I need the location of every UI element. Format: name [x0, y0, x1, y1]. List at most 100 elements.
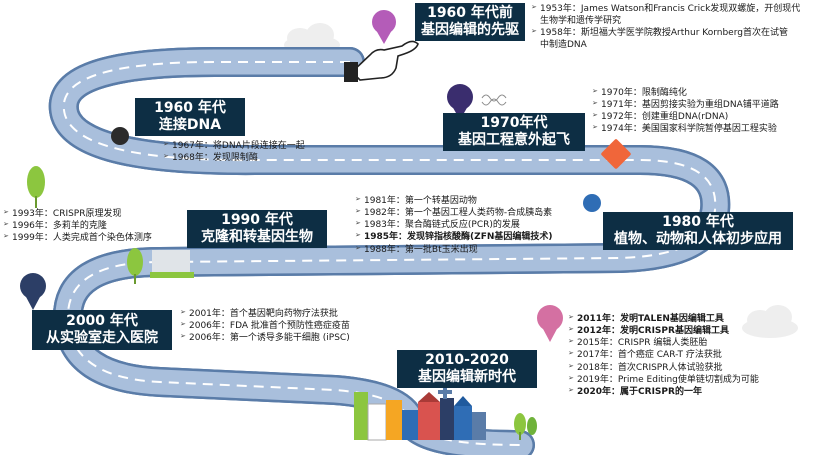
event-item: ➢2020年：属于CRISPR的一年 [568, 386, 759, 398]
event-item: ➢1988年：第一批Bt玉米出现 [355, 244, 552, 256]
bullet-icon: ➢ [355, 207, 361, 216]
map-pin-icon [372, 10, 396, 44]
bullet-icon: ➢ [531, 3, 537, 11]
city-buildings-icon [354, 385, 486, 441]
cloud-icon [742, 305, 798, 338]
era-subtitle: 从实验室走入医院 [46, 330, 158, 346]
bullet-icon: ➢ [568, 337, 574, 346]
tree-icon [27, 166, 45, 208]
event-item: ➢1996年：多莉羊的克隆 [3, 220, 152, 232]
era-box-2010s: 2010-2020 基因编辑新时代 [397, 350, 537, 388]
bullet-icon: ➢ [180, 332, 186, 341]
tree-icon [527, 417, 537, 435]
event-item: ➢2006年：第一个诱导多能干细胞 (iPSC) [180, 332, 350, 344]
event-list-1960s: ➢1967年：将DNA片段连接在一起➢1968年：发现限制酶 [163, 140, 305, 164]
dna-icon [481, 94, 507, 106]
event-list-1980s: ➢1981年：第一个转基因动物➢1982年：第一个基因工程人类药物-合成胰岛素➢… [355, 195, 552, 256]
tree-icon [514, 413, 526, 440]
bullet-icon: ➢ [3, 232, 9, 241]
era-title: 1960 年代前 [427, 4, 513, 21]
event-text: 1993年：CRISPR原理发现 [12, 209, 122, 219]
bullet-icon: ➢ [180, 320, 186, 329]
building-icon [150, 250, 194, 278]
event-item: ➢1983年：聚合酶链式反应(PCR)的发展 [355, 219, 552, 231]
era-title: 1960 年代 [154, 99, 226, 116]
event-text: 生物学和遗传学研究 [540, 16, 622, 27]
era-title: 1970年代 [480, 114, 548, 131]
event-text: 1996年：多莉羊的克隆 [12, 221, 107, 232]
event-text: 1971年：基因剪接实验为重组DNA铺平道路 [601, 100, 779, 111]
era-title: 1990 年代 [221, 211, 293, 228]
era-subtitle: 克隆和转基因生物 [201, 229, 313, 245]
event-text: 1985年：发现锌指核酸酶(ZFN基因编辑技术) [364, 232, 553, 243]
event-text: 1999年：人类完成首个染色体测序 [12, 233, 152, 244]
bullet-icon: ➢ [3, 208, 9, 216]
event-item: ➢2001年：首个基因靶向药物疗法获批 [180, 308, 350, 320]
bullet-icon: ➢ [592, 111, 598, 120]
event-text: 1953年：James Watson和Francis Crick发现双螺旋，开创… [540, 4, 801, 14]
era-box-1970s: 1970年代 基因工程意外起飞 [443, 113, 585, 151]
bullet-icon: ➢ [592, 87, 598, 95]
event-item: ➢1968年：发现限制酶 [163, 152, 305, 164]
event-text: 2001年：首个基因靶向药物疗法获批 [189, 309, 338, 319]
era-title: 1980 年代 [662, 213, 734, 230]
event-text: 1972年：创建重组DNA(rDNA) [601, 112, 729, 123]
era-box-1980s: 1980 年代 植物、动物和人体初步应用 [603, 212, 793, 250]
bullet-icon: ➢ [568, 349, 574, 358]
map-pin-icon [601, 139, 631, 169]
event-list-1990s: ➢1993年：CRISPR原理发现➢1996年：多莉羊的克隆➢1999年：人类完… [3, 208, 152, 244]
event-item: ➢1967年：将DNA片段连接在一起 [163, 140, 305, 152]
era-subtitle: 基因工程意外起飞 [458, 132, 570, 148]
event-item: ➢2011年：发明TALEN基因编辑工具 [568, 313, 759, 325]
event-text: 2018年：首次CRISPR人体试验获批 [577, 362, 723, 373]
pointing-hand-icon [344, 40, 419, 82]
event-text: 1982年：第一个基因工程人类药物-合成胰岛素 [364, 208, 553, 219]
bullet-icon: ➢ [568, 361, 574, 370]
event-text: 1967年：将DNA片段连接在一起 [172, 141, 305, 151]
bullet-icon: ➢ [568, 325, 574, 334]
bullet-icon: ➢ [355, 195, 361, 203]
era-subtitle: 基因编辑新时代 [418, 369, 516, 385]
bullet-icon: ➢ [531, 27, 537, 36]
event-text: 2019年：Prime Editing使单链切割成为可能 [577, 374, 759, 385]
event-item: ➢1985年：发现锌指核酸酶(ZFN基因编辑技术) [355, 231, 552, 243]
map-pin-icon [537, 305, 563, 342]
event-text: 1970年：限制酶纯化 [601, 88, 687, 98]
bullet-icon: ➢ [355, 231, 361, 240]
event-item: ➢2018年：首次CRISPR人体试验获批 [568, 362, 759, 374]
event-item: 中制造DNA [531, 39, 800, 51]
event-item: ➢2019年：Prime Editing使单链切割成为可能 [568, 374, 759, 386]
bullet-icon: ➢ [355, 219, 361, 228]
event-item: ➢1958年：斯坦福大学医学院教授Arthur Kornberg首次在试管 [531, 27, 800, 39]
bullet-icon: ➢ [355, 243, 361, 252]
bullet-icon: ➢ [568, 313, 574, 321]
event-item: ➢1993年：CRISPR原理发现 [3, 208, 152, 220]
bullet-icon: ➢ [568, 373, 574, 382]
event-item: ➢2012年：发明CRISPR基因编辑工具 [568, 325, 759, 337]
bullet-icon: ➢ [3, 220, 9, 229]
event-text: 1974年：美国国家科学院暂停基因工程实验 [601, 124, 777, 135]
era-subtitle: 连接DNA [158, 117, 222, 133]
tree-icon [127, 248, 143, 284]
event-text: 2011年：发明TALEN基因编辑工具 [577, 314, 724, 324]
event-item: ➢1972年：创建重组DNA(rDNA) [592, 111, 779, 123]
event-text: 2020年：属于CRISPR的一年 [577, 386, 702, 397]
event-text: 2006年：FDA 批准首个预防性癌症疫苗 [189, 321, 350, 332]
event-item: ➢2015年：CRISPR 编辑人类胚胎 [568, 337, 759, 349]
event-text: 2015年：CRISPR 编辑人类胚胎 [577, 338, 708, 349]
bullet-icon: ➢ [592, 123, 598, 132]
era-box-1990s: 1990 年代 克隆和转基因生物 [187, 210, 327, 248]
event-item: ➢1970年：限制酶纯化 [592, 87, 779, 99]
event-item: ➢2017年：首个癌症 CAR-T 疗法获批 [568, 349, 759, 361]
map-pin-icon [20, 273, 46, 310]
event-item: ➢1982年：第一个基因工程人类药物-合成胰岛素 [355, 207, 552, 219]
event-text: 2012年：发明CRISPR基因编辑工具 [577, 326, 729, 337]
event-item: ➢1953年：James Watson和Francis Crick发现双螺旋，开… [531, 3, 800, 15]
event-text: 2017年：首个癌症 CAR-T 疗法获批 [577, 350, 722, 361]
bullet-icon: ➢ [180, 308, 186, 316]
bullet-icon [531, 39, 540, 51]
event-list-1970s: ➢1970年：限制酶纯化➢1971年：基因剪接实验为重组DNA铺平道路➢1972… [592, 87, 779, 136]
event-item: ➢1981年：第一个转基因动物 [355, 195, 552, 207]
